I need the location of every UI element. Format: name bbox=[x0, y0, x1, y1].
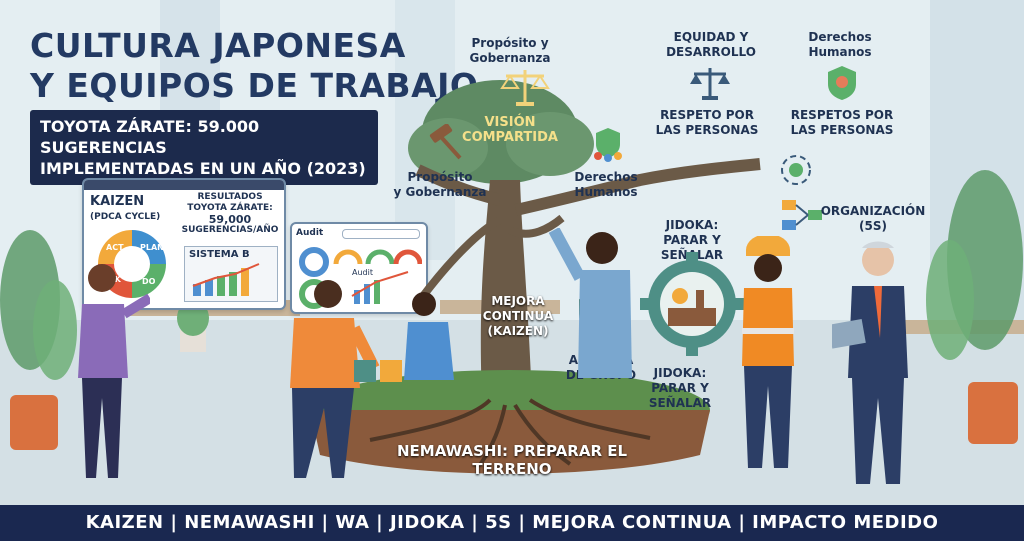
gavel-icon bbox=[429, 124, 462, 160]
organization-flow-icon bbox=[782, 200, 822, 230]
woman-puzzle-figure bbox=[404, 292, 454, 380]
plant-left-icon bbox=[0, 230, 77, 450]
page-title: CULTURA JAPONESA Y EQUIPOS DE TRABAJO bbox=[30, 26, 479, 105]
tree-illustration bbox=[310, 80, 761, 474]
kaizen-title: KAIZEN bbox=[90, 194, 145, 209]
gear-cycle-icon bbox=[781, 155, 811, 185]
pdca-cycle-label: (PDCA CYCLE) bbox=[90, 212, 161, 222]
plant-right-icon bbox=[926, 170, 1023, 444]
worker-vest-figure bbox=[742, 236, 794, 468]
audit-panel: Audit Audit bbox=[290, 222, 428, 314]
shield-people-icon bbox=[828, 66, 856, 100]
dashboard-icon bbox=[299, 247, 422, 309]
label-jidoka-bottom: JIDOKA:PARAR Y SEÑALAR bbox=[648, 366, 712, 410]
subtitle-banner: TOYOTA ZÁRATE: 59.000 SUGERENCIAS IMPLEM… bbox=[30, 110, 378, 185]
kaizen-results: RESULTADOS TOYOTA ZÁRATE: 59,000 SUGEREN… bbox=[181, 192, 279, 235]
audit-search-icon bbox=[342, 229, 420, 239]
jidoka-gear-icon bbox=[640, 252, 744, 356]
audit-sub: Audit bbox=[352, 268, 373, 277]
scales-icon bbox=[500, 70, 550, 106]
bar-chart-icon bbox=[192, 263, 260, 296]
manager-tablet-figure bbox=[832, 241, 908, 484]
sistema-b-chart: SISTEMA B bbox=[184, 246, 278, 302]
woman-presenter-figure bbox=[78, 264, 150, 478]
people-shield-icon bbox=[594, 128, 622, 162]
kaizen-panel: KAIZEN (PDCA CYCLE) PLAN DO CHK ACT RESU… bbox=[82, 178, 286, 310]
pdca-do: DO bbox=[142, 277, 156, 286]
man-arm-raised-figure bbox=[548, 228, 632, 378]
canopy-label: VISIÓN COMPARTIDA bbox=[462, 115, 558, 145]
label-organizacion: ORGANIZACIÓN(5S) bbox=[820, 204, 926, 233]
soil-layer bbox=[310, 410, 710, 474]
man-puzzle-figure bbox=[290, 280, 380, 478]
audit-title: Audit bbox=[296, 228, 324, 238]
soil-label: NEMAWASHI: PREPARAR EL TERRENO bbox=[396, 442, 628, 478]
pdca-plan: PLAN bbox=[140, 243, 164, 252]
bottom-bar: KAIZEN | NEMAWASHI | WA | JIDOKA | 5S | … bbox=[0, 505, 1024, 541]
trunk-label: MEJORA CONTINUA (KAIZEN) bbox=[482, 294, 554, 338]
pdca-act: ACT bbox=[106, 243, 124, 252]
puzzle-piece-icon bbox=[354, 360, 402, 382]
balance-icon bbox=[690, 68, 730, 100]
